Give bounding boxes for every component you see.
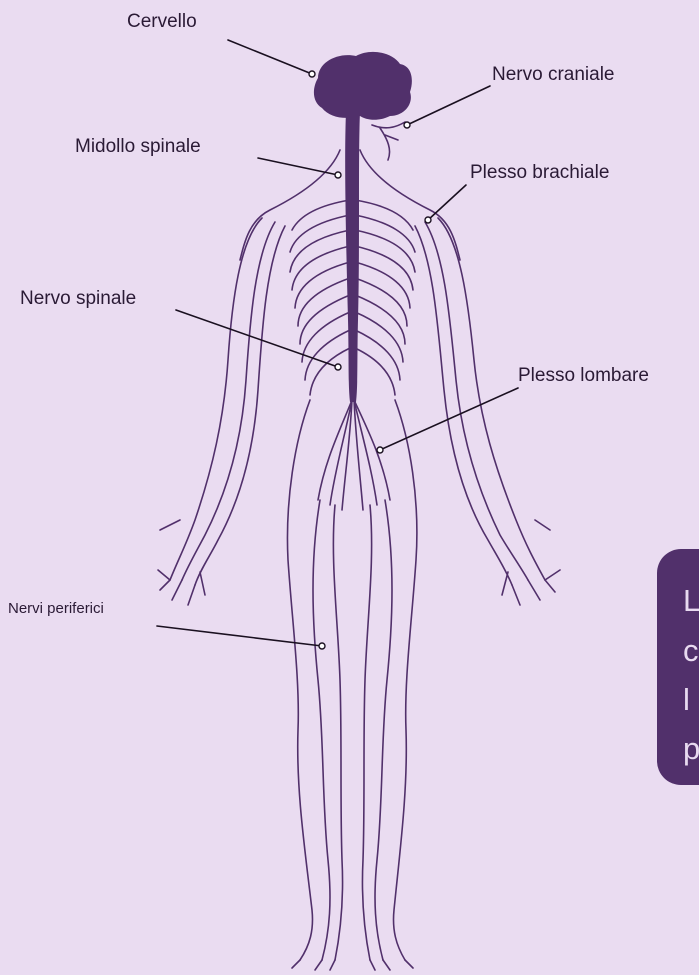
right-foot-nerves <box>370 960 413 970</box>
right-leg-outer-nerve <box>393 400 416 960</box>
label-brain: Cervello <box>127 11 197 33</box>
info-card-line: L <box>683 583 699 619</box>
left-leg-mid-nerve <box>313 500 330 960</box>
label-lumbar-plexus: Plesso lombare <box>518 365 649 387</box>
info-card: L c l p <box>657 549 699 785</box>
left-arm-outer-nerve <box>170 218 262 580</box>
left-arm-mid-nerve <box>195 226 285 585</box>
leader-cervello <box>228 40 312 74</box>
left-neck-nerve <box>240 150 340 260</box>
label-cranial-nerve: Nervo craniale <box>492 64 615 86</box>
anchor-dot <box>319 643 325 649</box>
info-card-line: p <box>683 731 699 767</box>
label-spinal-nerve: Nervo spinale <box>20 288 136 310</box>
left-foot-nerves <box>292 960 335 970</box>
anchor-dot <box>425 217 431 223</box>
left-hand-nerves <box>158 520 205 605</box>
leader-nervi-periferici <box>157 626 322 646</box>
right-arm-inner-nerve <box>425 222 528 580</box>
rib-nerve-right <box>355 200 413 230</box>
rib-nerve-left <box>295 262 350 308</box>
rib-nerve-left <box>292 200 350 230</box>
label-peripheral-nerves: Nervi periferici <box>8 600 104 617</box>
leader-nervo-craniale <box>407 86 490 125</box>
left-arm-inner-nerve <box>182 222 275 580</box>
lumbar-nerve <box>354 400 390 500</box>
right-leg-mid-nerve <box>375 500 392 960</box>
left-leg-outer-nerve <box>287 400 312 960</box>
lumbar-nerve <box>318 400 352 500</box>
leader-nervo-spinale <box>176 310 338 367</box>
lumbar-nerve <box>342 400 352 510</box>
label-spinal-cord: Midollo spinale <box>75 136 201 158</box>
leader-plesso-brachiale <box>428 185 466 220</box>
info-card-line: l <box>683 682 690 718</box>
cranial-branches <box>372 122 405 160</box>
right-hand-nerves <box>502 520 560 605</box>
rib-nerve-right <box>355 262 410 308</box>
rib-nerve-left <box>302 312 350 362</box>
brain-shape <box>314 52 412 120</box>
anchor-dot <box>377 447 383 453</box>
label-brachial-plexus: Plesso brachiale <box>470 162 609 184</box>
left-leg-inner-nerve <box>333 505 342 960</box>
lumbar-nerve <box>330 400 352 505</box>
anchor-dot <box>309 71 315 77</box>
leader-midollo-spinale <box>258 158 338 175</box>
anchor-dot <box>404 122 410 128</box>
rib-nerve-right <box>355 348 395 395</box>
rib-nerve-right <box>355 312 403 362</box>
anchor-dot <box>335 172 341 178</box>
rib-nerve-left <box>310 348 350 395</box>
anchor-dot <box>335 364 341 370</box>
spinal-cord <box>345 112 360 402</box>
info-card-line: c <box>683 633 699 669</box>
right-leg-inner-nerve <box>362 505 371 960</box>
right-arm-outer-nerve <box>438 218 545 580</box>
